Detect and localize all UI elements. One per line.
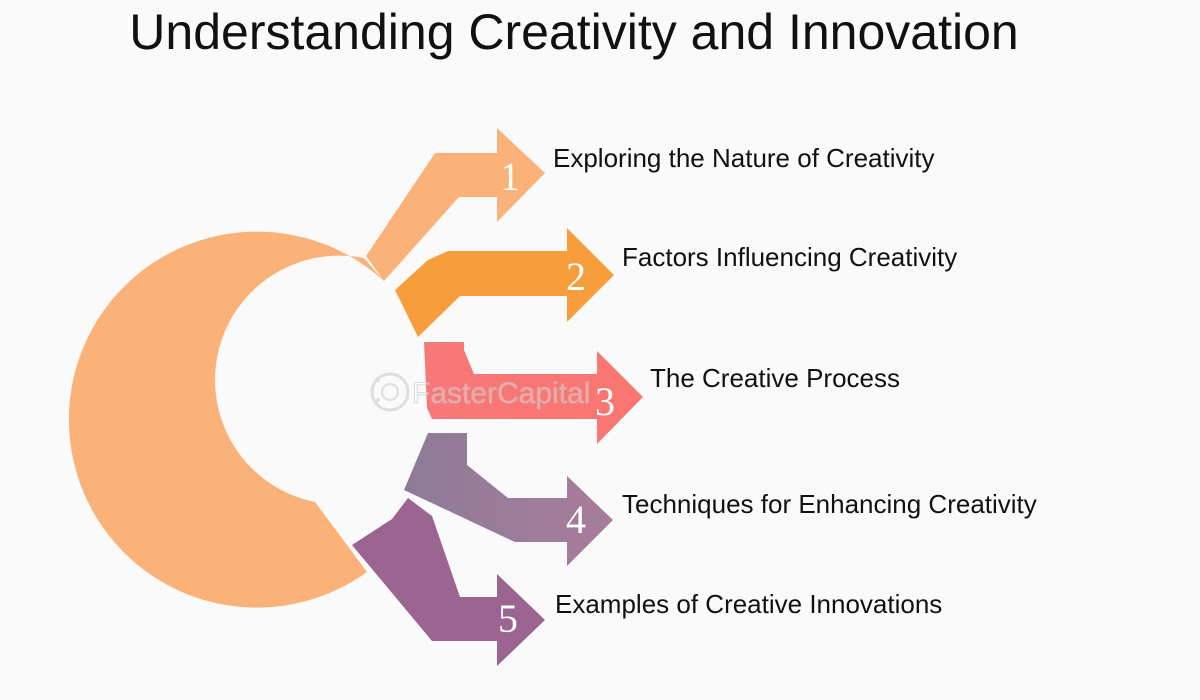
step-number-3: 3 xyxy=(595,379,615,424)
cycle-ring xyxy=(68,231,385,608)
watermark-text: FasterCapital xyxy=(412,377,590,410)
watermark-gear-icon xyxy=(370,372,410,412)
step-label-3: The Creative Process xyxy=(650,363,900,393)
arrow-5 xyxy=(352,498,545,666)
step-number-5: 5 xyxy=(498,596,518,641)
step-label-1: Exploring the Nature of Creativity xyxy=(553,143,935,173)
step-label-4: Techniques for Enhancing Creativity xyxy=(622,489,1037,519)
arrow-1 xyxy=(366,128,545,281)
arrow-4 xyxy=(404,433,613,566)
arrow-3 xyxy=(424,342,643,444)
step-label-5: Examples of Creative Innovations xyxy=(555,589,942,619)
page-title: Understanding Creativity and Innovation xyxy=(129,4,1019,60)
step-number-2: 2 xyxy=(566,254,586,299)
step-label-2: Factors Influencing Creativity xyxy=(622,242,957,272)
step-number-1: 1 xyxy=(500,154,520,199)
arrow-2 xyxy=(395,228,614,337)
step-number-4: 4 xyxy=(566,497,586,542)
